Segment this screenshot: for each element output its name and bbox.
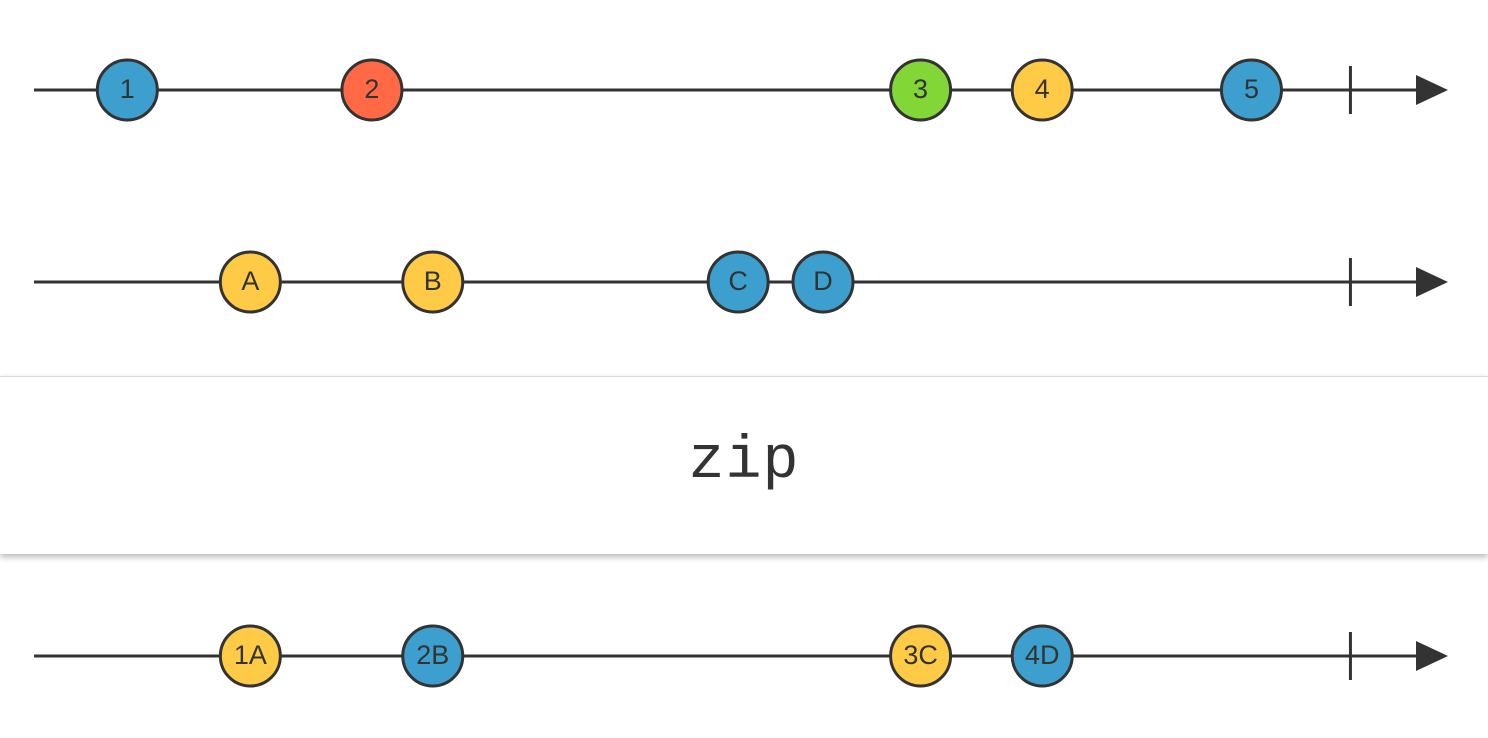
marble-output-2: 3C xyxy=(889,624,953,688)
marble-circle xyxy=(706,250,770,314)
marble-circle xyxy=(340,58,404,122)
marble-label: 1 xyxy=(120,74,135,104)
marble-label: 2 xyxy=(364,74,379,104)
marble-circle xyxy=(95,58,159,122)
marble-output-1: 2B xyxy=(401,624,465,688)
arrow-head-icon xyxy=(1416,641,1448,671)
marble-label: 3C xyxy=(903,640,938,670)
marble-circle xyxy=(218,624,282,688)
marble-circle xyxy=(218,250,282,314)
marble-label: A xyxy=(241,266,259,296)
operator-box: zip xyxy=(0,376,1488,554)
marble-input-2-3: D xyxy=(791,250,855,314)
marble-circle xyxy=(1010,624,1074,688)
marble-input-1-4: 5 xyxy=(1219,58,1283,122)
marble-input-1-0: 1 xyxy=(95,58,159,122)
marble-label: 2B xyxy=(416,640,449,670)
marble-label: 1A xyxy=(234,640,267,670)
operator-label: zip xyxy=(688,427,800,496)
marble-label: 4 xyxy=(1035,74,1050,104)
arrow-head-icon xyxy=(1416,267,1448,297)
marble-output-3: 4D xyxy=(1010,624,1074,688)
arrow-head-icon xyxy=(1416,75,1448,105)
marble-label: B xyxy=(424,266,442,296)
marble-input-2-2: C xyxy=(706,250,770,314)
marble-label: 3 xyxy=(913,74,928,104)
marble-circle xyxy=(401,250,465,314)
marble-circle xyxy=(889,624,953,688)
marble-circle xyxy=(791,250,855,314)
marble-circle xyxy=(889,58,953,122)
marble-label: D xyxy=(813,266,833,296)
marble-label: 5 xyxy=(1244,74,1259,104)
marble-circle xyxy=(1010,58,1074,122)
marble-input-2-0: A xyxy=(218,250,282,314)
marble-input-1-2: 3 xyxy=(889,58,953,122)
marble-circle xyxy=(401,624,465,688)
marble-circle xyxy=(1219,58,1283,122)
marble-output-0: 1A xyxy=(218,624,282,688)
timeline-output: 1A 2B 3C 4D xyxy=(34,624,1448,688)
marble-input-1-3: 4 xyxy=(1010,58,1074,122)
marble-label: 4D xyxy=(1025,640,1060,670)
timeline-input-2: A B C D xyxy=(34,250,1448,314)
timeline-input-1: 1 2 3 4 5 xyxy=(34,58,1448,122)
marble-label: C xyxy=(728,266,748,296)
marble-input-2-1: B xyxy=(401,250,465,314)
marble-input-1-1: 2 xyxy=(340,58,404,122)
